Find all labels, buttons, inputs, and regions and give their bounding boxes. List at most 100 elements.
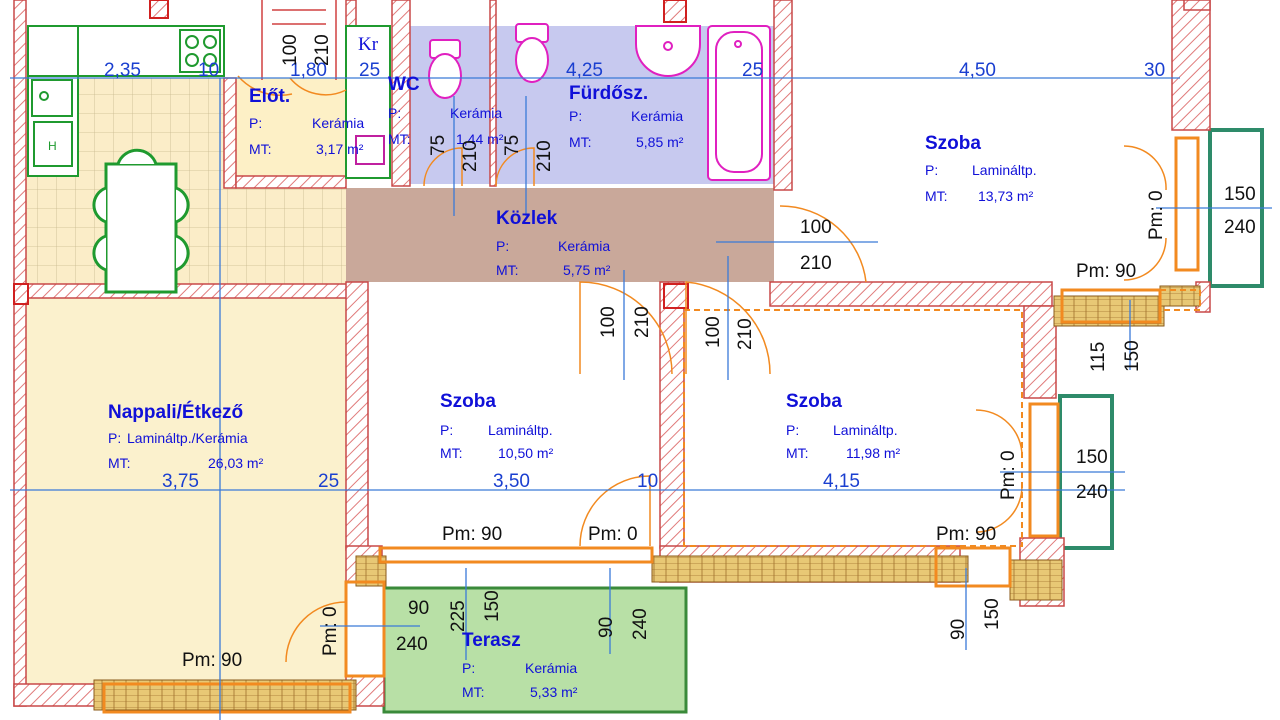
door-height: 210	[735, 318, 756, 350]
dining-table-icon	[92, 148, 190, 294]
toilet2-icon	[515, 23, 549, 83]
room-terasz: Terasz P: Kerámia MT: 5,33 m²	[462, 630, 578, 700]
area-label: MT:	[925, 188, 948, 204]
floor-label: P:	[440, 422, 453, 438]
room-szoba3: Szoba P: Lamináltp. MT: 11,98 m²	[786, 391, 901, 461]
parapet-label: Pm: 0	[588, 524, 638, 545]
area-label: MT:	[249, 141, 272, 157]
dim-label: 10	[637, 471, 658, 492]
door-swings	[237, 75, 1167, 663]
dim-label: 30	[1144, 60, 1165, 81]
window-frames	[102, 136, 1200, 714]
opening-dimensions: 100 210 75 210 75 210 100 210 100 210 10…	[280, 34, 1256, 655]
area-label: MT:	[786, 445, 809, 461]
szoba3-floor	[684, 306, 1024, 546]
dim-label: 1,80	[290, 60, 327, 81]
szoba1-floor	[792, 26, 1174, 284]
door-width: 90	[596, 617, 617, 638]
floor-label: P:	[925, 162, 938, 178]
area-value: 26,03 m²	[208, 455, 264, 471]
door-height: 210	[800, 253, 832, 274]
floor-value: Kerámia	[525, 660, 577, 676]
sink-icon	[635, 25, 701, 77]
parapet-label: Pm: 0	[1146, 190, 1167, 240]
room-szoba2: Szoba P: Lamináltp. MT: 10,50 m²	[440, 391, 554, 461]
parapet-label: Pm: 0	[320, 606, 341, 656]
window-width: 115	[1088, 342, 1109, 372]
toilet-icon	[428, 39, 462, 99]
area-value: 10,50 m²	[498, 445, 554, 461]
room-name: Előt.	[249, 86, 290, 107]
elot-cabinet	[345, 25, 391, 179]
dim-label: 2,35	[104, 60, 141, 81]
parapet-label: Pm: 90	[936, 524, 996, 545]
door-width: 75	[502, 135, 523, 156]
area-label: MT:	[108, 455, 131, 471]
area-value: 3,17 m²	[316, 141, 364, 157]
door-height: 210	[632, 306, 653, 338]
door-height: 210	[312, 34, 333, 66]
door-height: 240	[396, 634, 428, 655]
area-value: 1,44 m²	[456, 131, 504, 147]
door-width: 100	[598, 306, 619, 338]
room-szoba1: Szoba P: Lamináltp. MT: 13,73 m²	[925, 133, 1037, 204]
area-value: 5,85 m²	[636, 134, 684, 150]
floor-label: P:	[108, 430, 121, 446]
parapet-label: Pm: 90	[182, 650, 242, 671]
kitchen-h-mark: H	[48, 139, 57, 153]
door-height: 240	[630, 608, 651, 640]
area-label: MT:	[388, 131, 411, 147]
dim-label: 4,15	[823, 471, 860, 492]
parapet-label: Pm: 0	[998, 450, 1019, 500]
mid-dimensions: 3,75 25 3,50 10 4,15	[162, 471, 860, 492]
room-name: Közlek	[496, 208, 558, 229]
area-value: 11,98 m²	[846, 445, 901, 461]
window-width: 150	[1224, 184, 1256, 205]
top-dimensions: 2,35 10 1,80 25 4,25 25 4,50 30	[104, 60, 1165, 81]
parapet-label: Pm: 90	[442, 524, 502, 545]
floor-value: Kerámia	[558, 238, 610, 254]
dim-label: 4,25	[566, 60, 603, 81]
room-name: Fürdősz.	[569, 83, 648, 104]
floor-value: Kerámia	[631, 108, 683, 124]
parapet-label: Pm: 90	[1076, 261, 1136, 282]
kitchen-counters	[27, 25, 225, 177]
door-width: 90	[408, 598, 429, 619]
area-label: MT:	[496, 262, 519, 278]
room-name: Terasz	[462, 630, 521, 651]
dim-label: 25	[742, 60, 763, 81]
dimension-lines	[10, 77, 1272, 720]
room-name: Szoba	[925, 133, 981, 154]
dim-label: 4,50	[959, 60, 996, 81]
floor-value: Lamináltp.	[488, 422, 553, 438]
kr-label: Kr	[358, 34, 379, 55]
door-height: 210	[460, 140, 481, 172]
door-width: 225	[448, 600, 469, 632]
floor-label: P:	[388, 105, 401, 121]
room-name: Nappali/Étkező	[108, 401, 243, 423]
kozlek-floor	[346, 188, 774, 282]
window-height: 240	[1224, 217, 1256, 238]
floor-value: Lamináltp.	[833, 422, 898, 438]
area-label: MT:	[569, 134, 592, 150]
floor-value: Lamináltp.	[972, 162, 1037, 178]
floor-label: P:	[569, 108, 582, 124]
area-value: 13,73 m²	[978, 188, 1034, 204]
window-height: 150	[1122, 340, 1143, 372]
window-height: 240	[1076, 482, 1108, 503]
room-kozlek: Közlek P: Kerámia MT: 5,75 m²	[496, 208, 611, 278]
floor-value: Kerámia	[312, 115, 364, 131]
floor-label: P:	[462, 660, 475, 676]
area-value: 5,33 m²	[530, 684, 578, 700]
elot-floor	[226, 78, 346, 188]
terasz-floor	[382, 586, 688, 714]
bathtub-icon	[707, 25, 771, 181]
window-frames-inner	[683, 289, 1201, 547]
floor-label: P:	[496, 238, 509, 254]
dim-label: 10	[198, 60, 219, 81]
room-wc: WC P: Kerámia MT: 1,44 m²	[388, 74, 504, 147]
parapet-heights: Pm: 90 Pm: 0 Pm: 90 Pm: 0 Pm: 90 Pm: 0 P…	[182, 190, 1167, 671]
room-name: Szoba	[440, 391, 496, 412]
room-furdo: Fürdősz. P: Kerámia MT: 5,85 m²	[569, 83, 684, 150]
